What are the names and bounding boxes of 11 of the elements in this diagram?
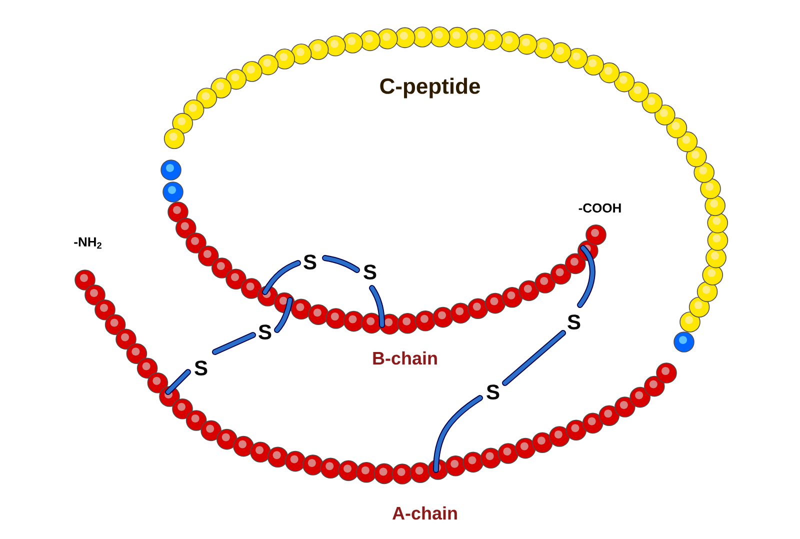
sulfur-label: S [258,324,272,340]
sulfur-label: S [194,360,208,376]
sulfur-label: S [568,314,580,330]
chain-label: A-chain [392,506,457,520]
sulfur-label: S [486,384,500,400]
title-label: C-peptide [380,78,480,98]
sulfur-label: S [364,264,376,280]
sulfur-label: S [304,254,316,270]
terminus-label: -NH$_{2}$ [74,237,102,249]
chain-label: B-chain [373,351,437,365]
terminus-label: -COOH [578,203,621,213]
